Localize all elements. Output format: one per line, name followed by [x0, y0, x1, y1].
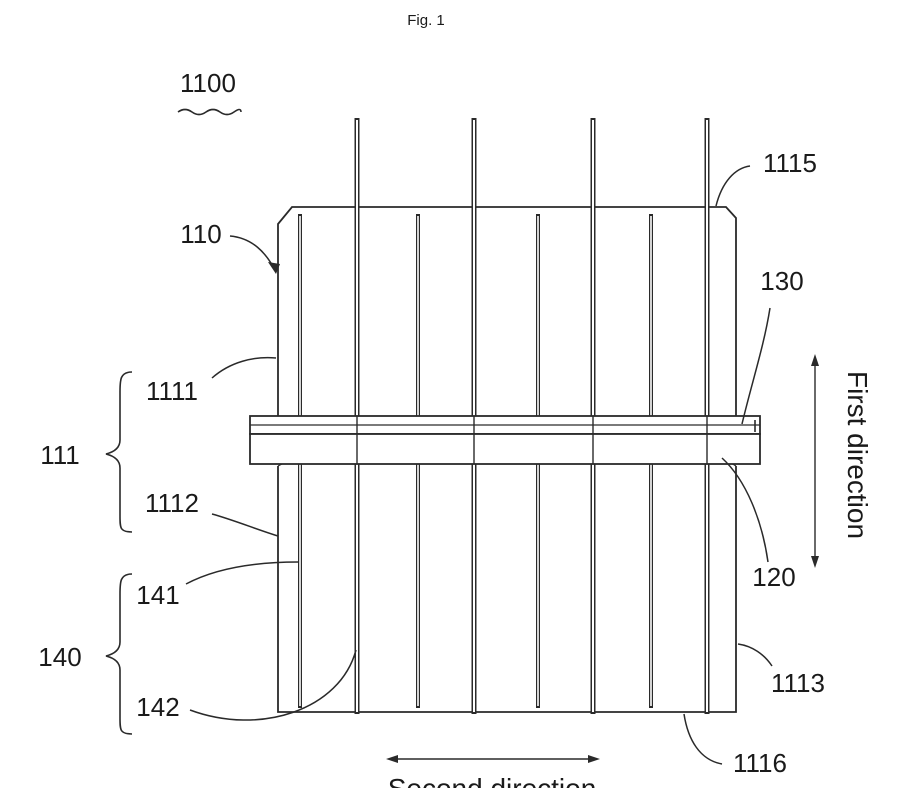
- leader-130: [742, 308, 770, 424]
- leader-1112: [212, 514, 278, 536]
- label-110: 110: [180, 219, 221, 249]
- leader-110: [230, 236, 276, 272]
- leader-141: [186, 562, 298, 584]
- label-1112: 1112: [145, 488, 199, 518]
- label-140: 140: [38, 642, 81, 672]
- label-130: 130: [760, 266, 803, 296]
- label-1113: 1113: [771, 668, 825, 698]
- leader-1115: [716, 166, 750, 206]
- second-direction-arrowhead-right: [588, 755, 600, 763]
- label-111: 111: [40, 440, 80, 470]
- label-142: 142: [136, 692, 179, 722]
- wavy-underline-1100: [178, 110, 241, 115]
- bar-120: [250, 434, 760, 464]
- first-direction-label: First direction: [842, 371, 873, 539]
- leader-120: [722, 458, 768, 562]
- plate-upper-outline: [278, 207, 736, 418]
- leader-1111: [212, 358, 276, 378]
- label-1116: 1116: [733, 748, 787, 778]
- label-1100: 1100: [180, 68, 236, 98]
- figure-title: Fig. 1: [407, 12, 445, 29]
- second-direction-label: Second direction: [388, 773, 597, 788]
- label-1115: 1115: [763, 148, 817, 178]
- leader-142: [190, 650, 356, 720]
- second-direction-arrowhead-left: [386, 755, 398, 763]
- first-direction-arrowhead-top: [811, 354, 819, 366]
- brace-111: [106, 372, 132, 532]
- label-1111: 1111: [146, 376, 198, 406]
- label-120: 120: [752, 562, 795, 592]
- label-141: 141: [136, 580, 179, 610]
- brace-140: [106, 574, 132, 734]
- leader-1116: [684, 714, 722, 764]
- plate-lower-outline: [278, 466, 736, 712]
- leader-1113: [738, 644, 772, 666]
- first-direction-arrowhead-bottom: [811, 556, 819, 568]
